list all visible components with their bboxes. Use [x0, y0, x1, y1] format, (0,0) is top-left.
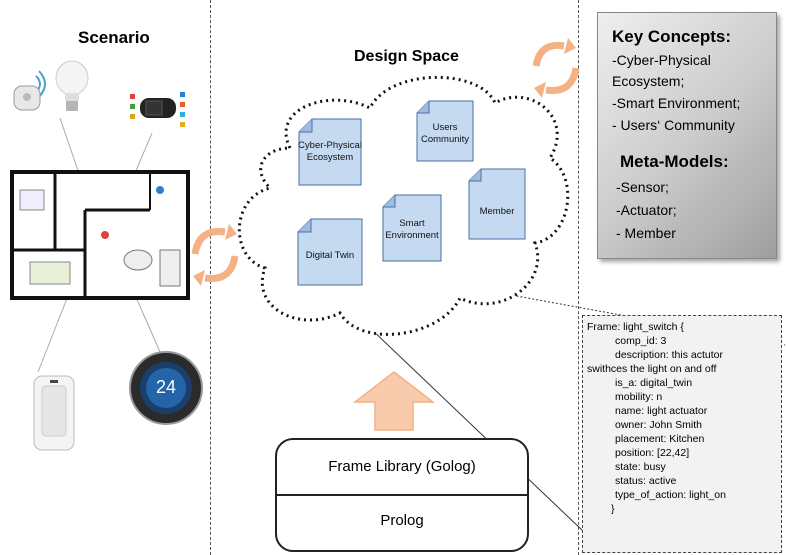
meta-model-line: - Member [616, 225, 676, 241]
wifi-sensor-icon [8, 64, 58, 114]
key-concepts-box: Key Concepts: -Cyber-Physical Ecosystem;… [597, 12, 777, 259]
frame-library-label: Frame Library (Golog) [328, 458, 476, 475]
scenario-title: Scenario [78, 28, 150, 47]
frame-line: comp_id: 3 [615, 335, 667, 347]
key-concept-line: -Cyber-Physical [612, 52, 711, 68]
meta-model-line: -Actuator; [616, 202, 677, 218]
thermostat-value: 24 [155, 377, 177, 397]
node-cyber-physical: Cyber-Physical Ecosystem [298, 118, 362, 186]
node-users-community-label: Users Community [420, 122, 470, 145]
meta-model-line: -Sensor; [616, 179, 669, 195]
node-users-community: Users Community [416, 100, 474, 162]
frame-line: } [611, 503, 615, 515]
frame-line: is_a: digital_twin [615, 377, 693, 389]
node-smart-environment: Smart Environment [382, 194, 442, 262]
key-concept-line: -Smart Environment; [612, 95, 741, 111]
frame-line: owner: John Smith [615, 419, 702, 431]
cycle-arrows-icon [185, 222, 245, 288]
thermostat-icon: 24 [128, 350, 204, 426]
frame-line: position: [22,42] [615, 447, 690, 459]
frame-line: mobility: n [615, 391, 663, 403]
frame-line: type_of_action: light_on [615, 489, 726, 501]
prolog-label: Prolog [380, 512, 424, 529]
fitness-band-icon [128, 88, 190, 140]
node-member-label: Member [479, 206, 515, 217]
floor-plan-icon [10, 170, 190, 300]
air-purifier-icon [12, 372, 82, 458]
frame-line: state: busy [615, 461, 666, 473]
meta-models-heading: Meta-Models: [620, 152, 729, 171]
library-divider [277, 494, 527, 496]
node-smart-environment-label: Smart Environment [385, 218, 439, 241]
frame-line: placement: Kitchen [615, 433, 705, 445]
node-member: Member [468, 168, 526, 240]
node-cyber-physical-label: Cyber-Physical Ecosystem [298, 140, 362, 163]
frame-line: swithces the light on and off [587, 363, 717, 375]
frame-line: Frame: light_switch { [587, 321, 684, 333]
key-concept-line: - Users‘ Community [612, 117, 735, 133]
key-concepts-heading: Key Concepts: [612, 27, 732, 46]
frame-line: status: active [615, 475, 677, 487]
frame-line: description: this actutor [615, 349, 723, 361]
up-arrow-icon [352, 370, 436, 432]
design-space-title: Design Space [354, 48, 459, 65]
frame-definition-box: Frame: light_switch { comp_id: 3 descrip… [582, 315, 782, 553]
node-digital-twin-label: Digital Twin [305, 250, 355, 261]
divider-right [578, 0, 579, 555]
key-concept-line: Ecosystem; [612, 73, 685, 89]
light-bulb-icon [52, 58, 92, 118]
cycle-arrows-icon [528, 36, 584, 100]
node-digital-twin: Digital Twin [297, 218, 363, 286]
frame-line: name: light actuator [615, 405, 708, 417]
frame-library-box: Frame Library (Golog) Prolog [275, 438, 529, 552]
